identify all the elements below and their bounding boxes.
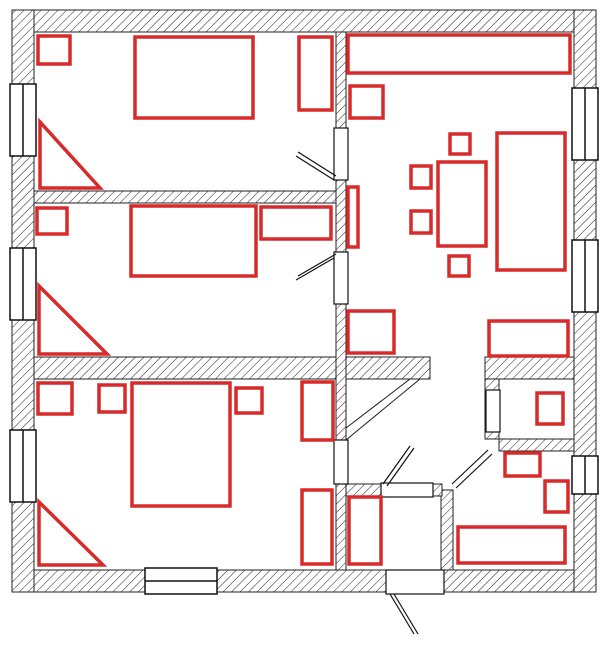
chair [448,132,472,156]
nightstand [97,383,127,414]
sofa [495,131,567,272]
nightstand [36,34,72,66]
door-bedroom-3 [333,439,349,485]
armchair [346,309,396,355]
bed [129,204,258,278]
corner-shelf [37,281,112,356]
sink [487,319,570,358]
nightstand [36,381,74,416]
toilet [535,391,565,426]
washer [503,451,542,478]
door-bathroom [380,445,434,498]
tv-stand [346,185,360,249]
kitchen-counter [346,33,572,75]
window-left-3 [9,429,37,503]
bathtub [456,525,567,565]
window-right-3 [571,455,599,495]
shoe-cabinet [347,495,383,566]
window-bottom [144,567,218,595]
door-bedroom-1 [295,127,349,181]
windows [9,83,599,595]
window-right-1 [571,87,599,161]
furniture [35,33,572,567]
cabinet [348,84,385,120]
wardrobe [300,380,335,442]
bed [133,35,255,120]
window-left-1 [9,83,37,157]
bed [130,381,232,508]
nightstand [35,206,69,236]
chair [409,164,433,190]
door-bedroom-2 [295,251,349,305]
chair [409,209,433,235]
wardrobe [297,35,334,112]
door-entry [385,569,445,635]
dining-table [436,160,488,248]
door-toilet [451,389,501,489]
window-right-2 [571,239,599,313]
sink [543,479,570,514]
corner-shelf [37,497,108,567]
chair [447,254,471,278]
corner-shelf [38,117,104,190]
window-left-2 [9,247,37,321]
desk [259,205,333,241]
wardrobe [300,488,334,566]
nightstand [234,386,264,415]
doors [295,127,501,635]
outer-walls [11,9,597,593]
